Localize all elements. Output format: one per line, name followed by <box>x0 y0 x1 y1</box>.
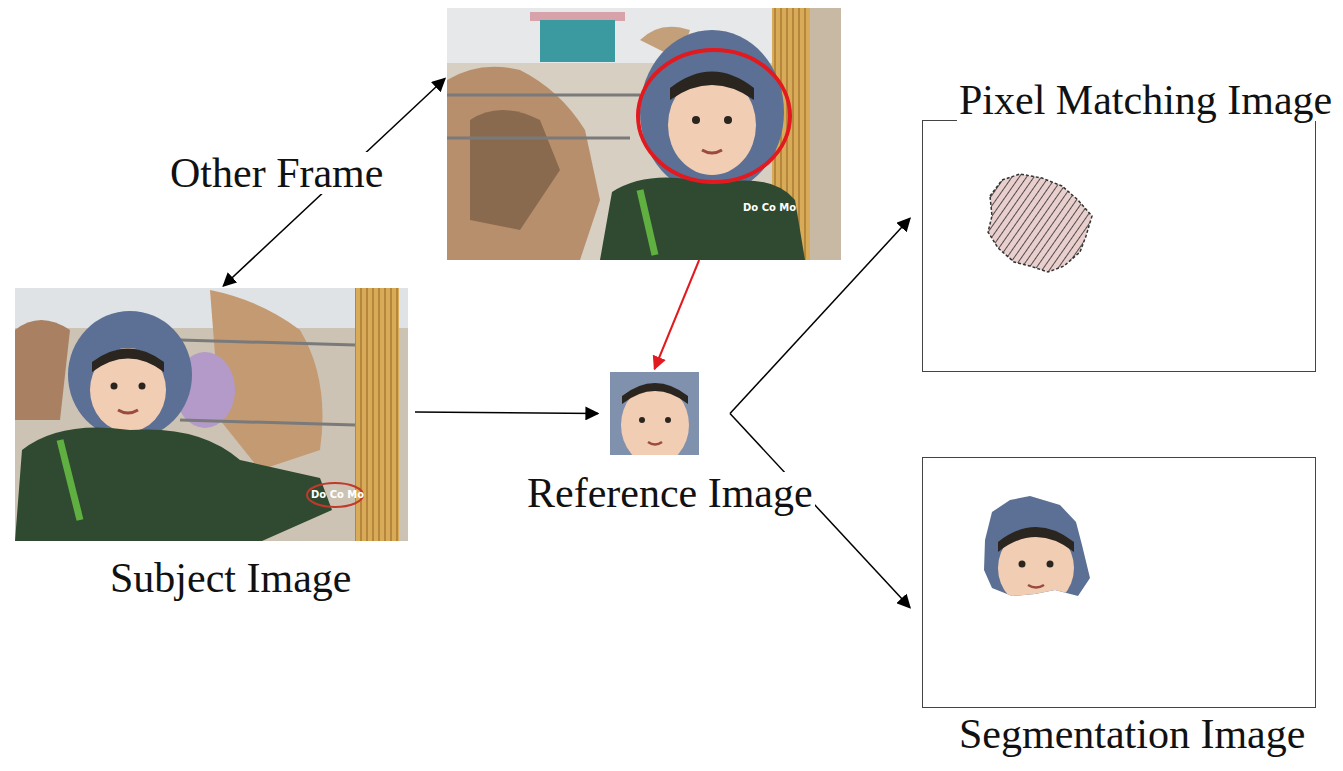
image-caption: Reference Image <box>525 472 815 514</box>
image-caption: Segmentation Image <box>957 713 1307 755</box>
matched-pixels <box>988 174 1092 272</box>
image-caption: Pixel Matching Image <box>957 79 1334 121</box>
other-frame-photo <box>447 8 841 260</box>
subject-photo <box>15 288 408 541</box>
image-caption: Subject Image <box>108 557 353 599</box>
photo-frame: Subject Image <box>15 288 408 541</box>
arrow-connector <box>655 260 700 369</box>
selection-circle <box>638 50 790 182</box>
reference-photo <box>610 372 699 455</box>
watermark: Do Co Mo <box>743 203 796 213</box>
watermark: Do Co Mo <box>311 490 364 500</box>
arrow-connector <box>730 218 910 413</box>
photo-frame: Reference Image <box>610 372 699 455</box>
image-caption: Other Frame <box>168 152 385 194</box>
arrow-connector <box>415 412 598 414</box>
result-frame: Segmentation Image <box>922 457 1316 708</box>
result-frame: Pixel Matching Image <box>922 120 1316 372</box>
segmented-face <box>980 490 1095 608</box>
photo-frame: Other Frame <box>447 8 841 260</box>
